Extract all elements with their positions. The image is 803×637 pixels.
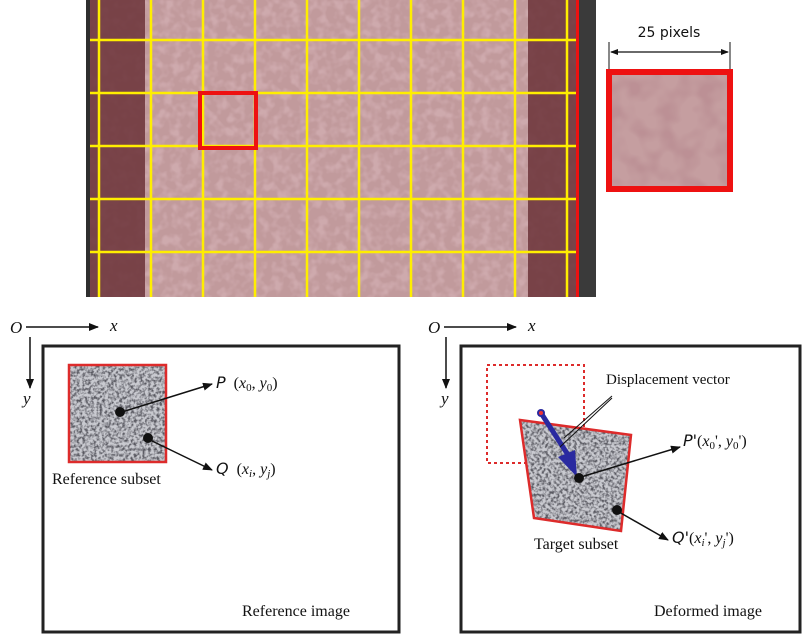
point-q-pointer	[149, 439, 213, 471]
reference-panel: O x y P (x0, y0) Q (xi, yj) Reference su…	[10, 316, 401, 634]
vector-label-leader-2	[559, 397, 613, 448]
origin-label: O	[10, 318, 22, 337]
point-q-label: Q (xi, yj)	[216, 459, 276, 480]
reference-image-label: Reference image	[242, 603, 350, 620]
deformed-panel: O x y Displacement vector P'(x0', y0')	[428, 316, 802, 634]
y-axis-label: y	[439, 389, 449, 408]
displacement-vector-label: Displacement vector	[606, 372, 730, 388]
reference-subset-label: Reference subset	[52, 471, 161, 488]
point-p-prime-label: P'(x0', y0')	[683, 431, 747, 452]
original-subset-outline	[486, 364, 585, 464]
selected-subset-box	[198, 91, 258, 150]
scale-label: 25 pixels	[638, 25, 701, 41]
yellow-grid	[90, 0, 578, 297]
vector-label-leader-1	[563, 395, 613, 439]
point-p-marker	[115, 407, 125, 417]
target-subset-label: Target subset	[534, 536, 619, 553]
point-p-prime-marker	[574, 473, 584, 483]
point-p-label: P (x0, y0)	[216, 373, 278, 394]
zoom-inset	[606, 69, 733, 192]
specimen-photo	[86, 0, 596, 297]
displacement-vector	[537, 409, 577, 477]
point-p-prime-pointer	[580, 445, 681, 478]
deformed-image-label: Deformed image	[654, 603, 762, 620]
scale-indicator: 25 pixels	[608, 25, 731, 72]
origin-label: O	[428, 318, 440, 337]
point-p-pointer	[121, 382, 213, 413]
y-axis-label: y	[21, 389, 31, 408]
point-q-prime-label: Q'(xi', yj')	[672, 528, 734, 549]
x-axis-label: x	[109, 316, 118, 335]
deformed-image-frame	[459, 344, 802, 634]
right-dark-band	[528, 0, 578, 297]
x-axis-label: x	[527, 316, 536, 335]
point-q-prime-pointer	[618, 511, 669, 541]
